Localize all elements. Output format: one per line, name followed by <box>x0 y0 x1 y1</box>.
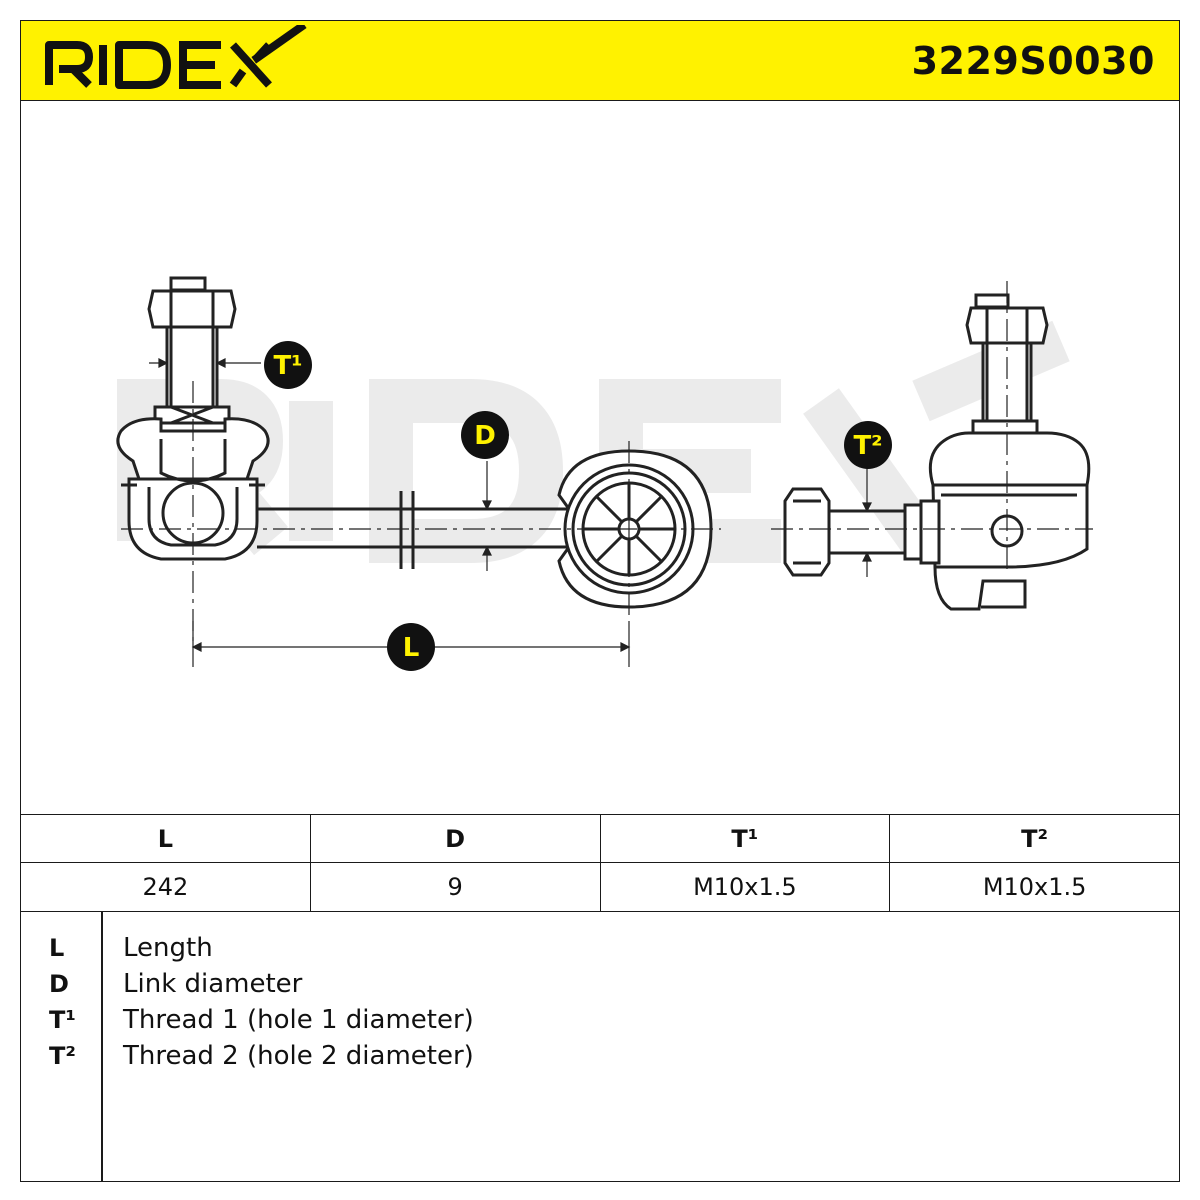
spec-header-t1: T¹ <box>601 815 891 862</box>
legend-item: T² Thread 2 (hole 2 diameter) <box>21 1038 1179 1074</box>
center-lines <box>121 281 1093 641</box>
spec-header-d: D <box>311 815 601 862</box>
svg-text:T²: T² <box>853 431 882 461</box>
legend-desc: Thread 2 (hole 2 diameter) <box>123 1041 474 1071</box>
svg-text:D: D <box>474 421 496 451</box>
legend-divider <box>101 912 103 1181</box>
link-rod <box>257 491 569 569</box>
label-t2: T² <box>844 421 892 469</box>
legend-item: L Length <box>21 930 1179 966</box>
spec-value-t2: M10x1.5 <box>982 873 1087 901</box>
spec-header-l: L <box>21 815 311 862</box>
label-l: L <box>387 623 435 671</box>
spec-value-d: 9 <box>311 863 601 911</box>
left-ball-joint <box>116 276 270 561</box>
label-d: D <box>461 411 509 459</box>
legend-key: T² <box>49 1042 76 1070</box>
spec-header-t2: T² <box>1021 824 1049 853</box>
legend-key: D <box>49 970 69 998</box>
part-number: 3229S0030 <box>911 39 1155 83</box>
technical-drawing: T¹ D L T² <box>21 101 1179 814</box>
legend: L Length D Link diameter T¹ Thread 1 (ho… <box>21 912 1179 1181</box>
spec-table-values: 242 9 M10x1.5 M10x1.5 <box>21 863 1179 911</box>
legend-desc: Length <box>123 933 213 963</box>
spec-value-t1: M10x1.5 <box>601 863 891 911</box>
stabilizer-link-diagram: T¹ D L T² <box>116 276 1093 671</box>
ridex-logo <box>45 25 307 89</box>
drawing-frame: 3229S0030 <box>20 20 1180 1182</box>
spec-table-header: L D T¹ T² <box>21 815 1179 863</box>
spec-value-l: 242 <box>21 863 311 911</box>
right-ball-joint <box>783 293 1091 611</box>
legend-desc: Thread 1 (hole 1 diameter) <box>123 1005 474 1035</box>
legend-key: L <box>49 934 65 962</box>
legend-item: T¹ Thread 1 (hole 1 diameter) <box>21 1002 1179 1038</box>
svg-text:T¹: T¹ <box>273 351 302 381</box>
label-t1: T¹ <box>264 341 312 389</box>
svg-text:L: L <box>403 633 420 663</box>
legend-key: T¹ <box>49 1006 76 1034</box>
spec-table: L D T¹ T² 242 9 M10x1.5 M10x1.5 <box>21 814 1179 912</box>
header-bar: 3229S0030 <box>21 21 1179 101</box>
legend-desc: Link diameter <box>123 969 303 999</box>
legend-item: D Link diameter <box>21 966 1179 1002</box>
